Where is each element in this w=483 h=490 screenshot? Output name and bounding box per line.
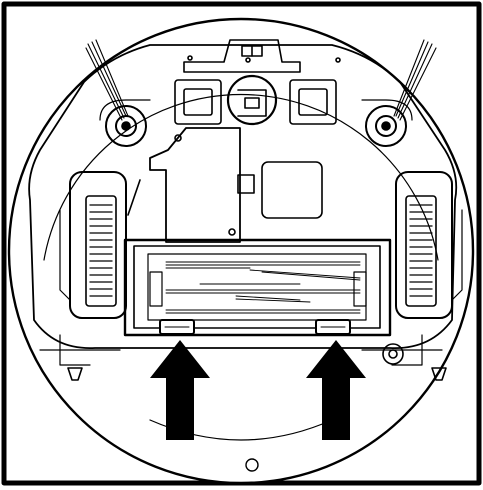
side-brush-right: [361, 39, 437, 147]
chassis-plate: [28, 44, 458, 349]
side-brush-icon: [105, 105, 147, 147]
rear-caster: [382, 343, 404, 365]
drive-wheel-right: [395, 171, 463, 319]
side-brush-left: [85, 39, 151, 147]
drive-wheel-icon: [395, 171, 453, 319]
caster-wheel-hub: [244, 97, 260, 109]
battery-edge: [127, 179, 141, 216]
main-brush-housing: [123, 238, 392, 337]
lower-chassis-right: [391, 334, 423, 366]
screw-top: [187, 55, 193, 61]
label-plate: [261, 161, 323, 219]
rear-clip-left: [67, 367, 83, 381]
small-plate: [237, 174, 255, 194]
rear-hole: [245, 458, 259, 472]
top-bumper-housing: [183, 39, 301, 73]
robot-body-inner-rim: [43, 93, 439, 261]
side-brush-bristles-right: [393, 39, 437, 121]
up-arrow-icon: [306, 340, 366, 440]
cliff-sensor-right-inner: [298, 88, 328, 116]
cliff-sensor-left: [174, 79, 222, 125]
battery-screw-2: [228, 228, 236, 236]
caster-wheel-axle: [237, 89, 267, 117]
roller-bristles: [165, 261, 361, 314]
rear-clip-right: [431, 367, 447, 381]
battery-screw-1: [174, 134, 182, 142]
cliff-sensor-left-inner: [183, 88, 213, 116]
up-arrow-icon: [150, 340, 210, 440]
screw-mid: [245, 57, 251, 63]
screw-top-right: [335, 57, 341, 63]
side-brush-icon: [365, 105, 407, 147]
lower-chassis: [59, 334, 91, 366]
battery-cover: [149, 127, 241, 243]
caster-wheel-icon: [226, 74, 278, 126]
cliff-sensor-right: [289, 79, 337, 125]
